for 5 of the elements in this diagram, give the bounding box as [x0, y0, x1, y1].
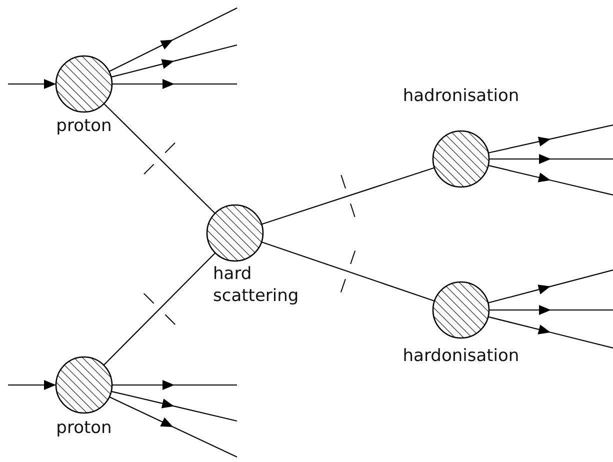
node-label: hard scattering: [213, 263, 300, 307]
node-label: proton: [55, 417, 113, 439]
node-label: hadronisation: [402, 85, 520, 107]
node-label: proton: [55, 115, 113, 137]
node-label: hardonisation: [402, 345, 520, 367]
